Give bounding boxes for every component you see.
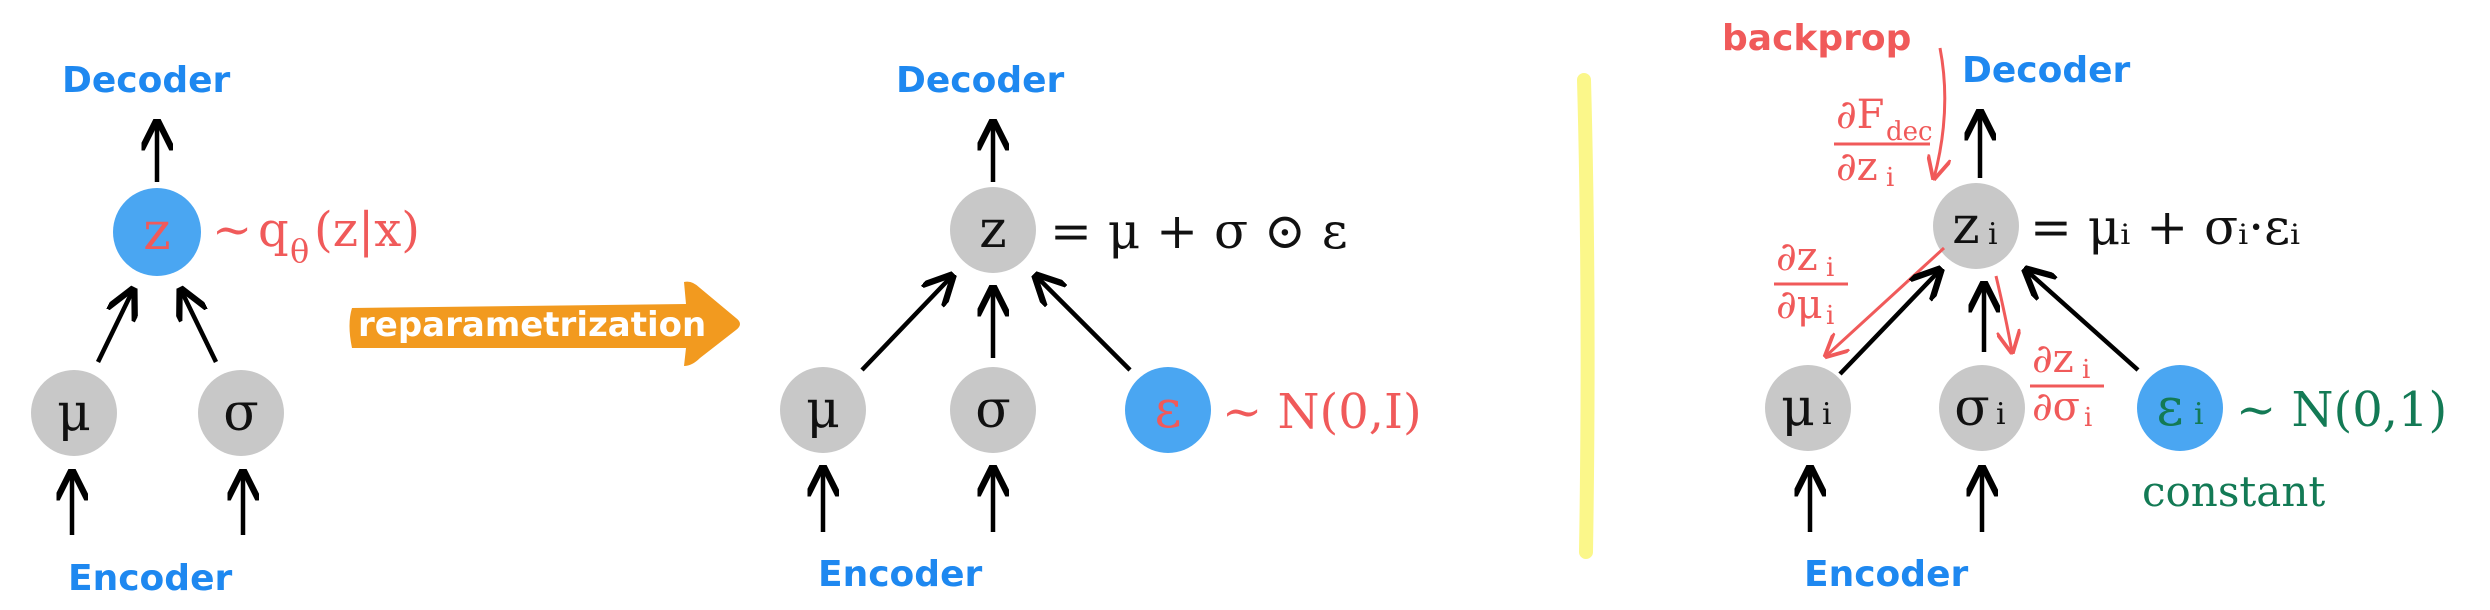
svg-text:∂z: ∂z xyxy=(2032,336,2074,382)
svg-text:i: i xyxy=(1886,163,1894,193)
svg-text:∂z: ∂z xyxy=(1836,144,1878,190)
eps-node xyxy=(1125,367,1211,453)
panel-1: Decoder z ~ q θ (z|x) μ σ Encoder xyxy=(31,60,420,599)
eps-distribution: ~ N(0,I) xyxy=(1222,384,1422,440)
mu-to-z-arrow xyxy=(860,276,952,372)
mu-to-z-arrow xyxy=(1838,270,1940,376)
mu-node-label: μ xyxy=(57,383,91,443)
encoder-label: Encoder xyxy=(1804,554,1968,595)
mu-node xyxy=(31,370,117,456)
z-node xyxy=(1933,183,2019,269)
constant-label: constant xyxy=(2142,467,2325,516)
eps-node-label: ε xyxy=(1155,380,1182,440)
encoder-label: Encoder xyxy=(68,558,232,599)
grad-sigma-fraction: ∂z i ∂σ i xyxy=(2030,336,2104,433)
svg-text:q: q xyxy=(258,202,289,258)
eps-node-subscript: i xyxy=(2194,397,2204,432)
decoder-label: Decoder xyxy=(896,60,1065,101)
z-node-label: z xyxy=(143,202,170,262)
mu-node xyxy=(780,367,866,453)
backprop-arrow xyxy=(1934,47,1945,178)
grad-mu-fraction: ∂z i ∂μ i xyxy=(1774,234,1848,331)
mu-node xyxy=(1765,365,1851,451)
sigma-node-subscript: i xyxy=(1996,397,2006,432)
sigma-node xyxy=(950,367,1036,453)
backprop-label: backprop xyxy=(1722,18,1911,59)
reparametrization-banner xyxy=(349,281,740,366)
grad-decoder-fraction: ∂F dec ∂z i xyxy=(1834,92,1933,193)
z-node-label: z xyxy=(1952,196,1979,256)
eps-to-z-arrow xyxy=(1036,276,1132,372)
grad-to-mu-arrow xyxy=(1826,246,1946,356)
grad-to-sigma-arrow xyxy=(1994,275,2012,352)
reparametrization-arrow: reparametrization xyxy=(349,281,740,366)
z-node-subscript: i xyxy=(1988,217,1998,252)
svg-text:∂F: ∂F xyxy=(1836,92,1884,138)
z-node xyxy=(950,187,1036,273)
panel-divider xyxy=(1577,73,1595,559)
eps-node xyxy=(2137,365,2223,451)
z-equation: = μ + σ ⊙ ε xyxy=(1050,202,1348,260)
z-node xyxy=(113,188,201,276)
sigma-to-z-arrow xyxy=(181,290,219,363)
mu-node-subscript: i xyxy=(1822,397,1832,432)
svg-text:i: i xyxy=(1826,301,1834,331)
sigma-node xyxy=(1939,365,2025,451)
z-node-label: z xyxy=(979,200,1006,260)
panel-3: backprop Decoder ∂F dec ∂z i z i = μᵢ + … xyxy=(1722,18,2447,595)
eps-distribution: ~ N(0,1) xyxy=(2236,382,2447,438)
mu-node-label: μ xyxy=(1781,378,1815,438)
svg-text:dec: dec xyxy=(1886,117,1933,147)
svg-text:(z|x): (z|x) xyxy=(314,202,420,258)
panel-2: Decoder z = μ + σ ⊙ ε μ σ ε ~ N(0,I) Enc… xyxy=(780,60,1422,595)
svg-text:∂z: ∂z xyxy=(1776,234,1818,280)
z-equation: = μᵢ + σᵢ·εᵢ xyxy=(2030,198,2300,256)
decoder-label: Decoder xyxy=(1962,50,2131,91)
svg-text:θ: θ xyxy=(290,232,309,270)
svg-text:i: i xyxy=(1826,253,1834,283)
mu-node-label: μ xyxy=(806,380,840,440)
eps-node-label: ε xyxy=(2157,378,2184,438)
sigma-node-label: σ xyxy=(223,383,259,443)
svg-text:∂μ: ∂μ xyxy=(1776,282,1823,328)
encoder-label: Encoder xyxy=(818,554,982,595)
mu-to-z-arrow xyxy=(95,290,133,363)
sigma-node-label: σ xyxy=(975,380,1011,440)
sigma-node xyxy=(198,370,284,456)
z-distribution-label: ~ q θ (z|x) xyxy=(212,202,420,270)
eps-to-z-arrow xyxy=(2026,270,2140,372)
sigma-node-label: σ xyxy=(1954,378,1990,438)
svg-text:~: ~ xyxy=(212,202,252,258)
svg-text:i: i xyxy=(2084,403,2092,433)
reparametrization-label: reparametrization xyxy=(358,305,706,345)
svg-text:i: i xyxy=(2082,355,2090,385)
svg-text:∂σ: ∂σ xyxy=(2032,384,2080,430)
decoder-label: Decoder xyxy=(62,60,231,101)
